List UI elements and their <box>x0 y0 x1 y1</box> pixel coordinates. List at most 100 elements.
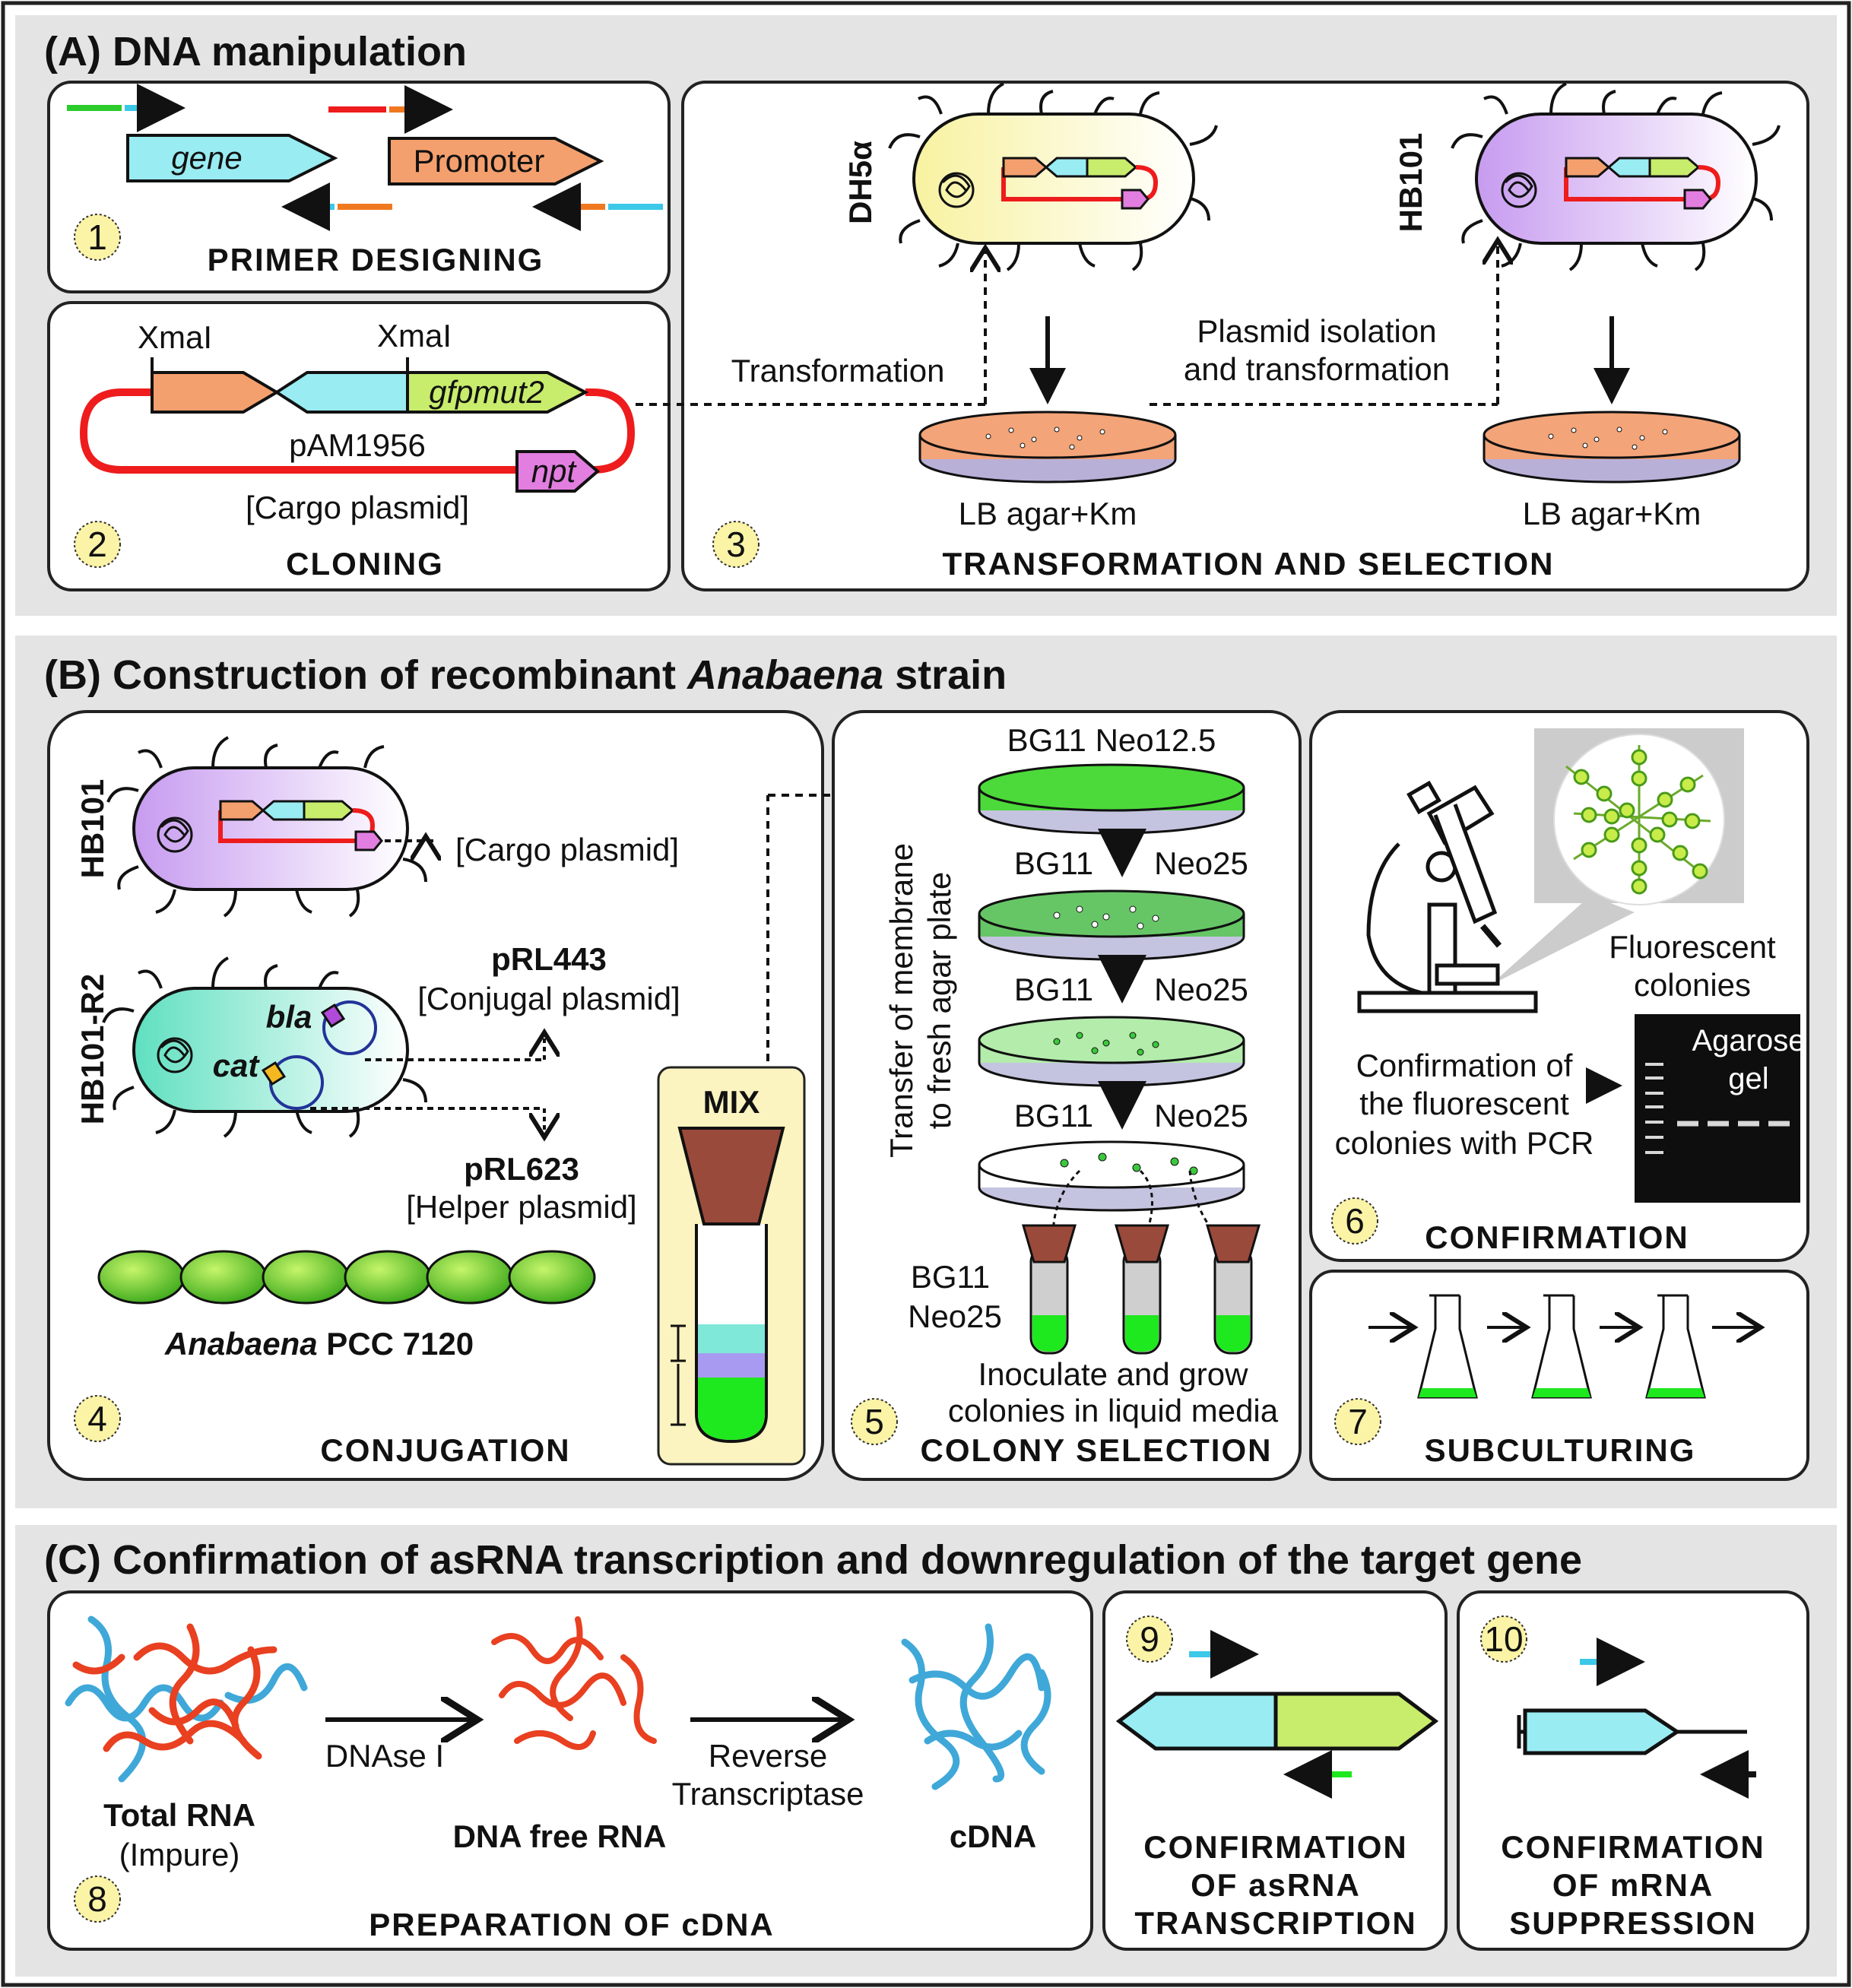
pcr-label-2: the fluorescent <box>1359 1086 1569 1121</box>
step-6-confirmation: Fluorescent colonies Confirmation of the… <box>1309 710 1809 1262</box>
step-10-title-2: OF mRNA <box>1552 1867 1714 1903</box>
mix-tube <box>671 1127 785 1444</box>
step-3-number: 3 <box>726 525 746 564</box>
anabaena-label: Anabaena PCC 7120 <box>164 1326 474 1362</box>
microscope-icon <box>1357 780 1538 1013</box>
strain-dh5a: DH5α <box>842 141 878 224</box>
dna-free-rna-image <box>491 1616 657 1750</box>
step-3-transformation: Transformation DH5α LB agar+Km <box>636 81 1809 591</box>
plasmid-backbone <box>79 388 636 474</box>
npt-label: npt <box>531 453 578 489</box>
fluorescent-label-1: Fluorescent <box>1609 929 1776 965</box>
neo25-label-a: Neo25 <box>1154 845 1248 881</box>
plate-neo25-1 <box>978 889 1245 961</box>
promoter-shape <box>388 137 604 185</box>
plate-neo25-2 <box>978 1016 1245 1087</box>
step-3-title: TRANSFORMATION AND SELECTION <box>943 546 1555 582</box>
plate-neo12 <box>978 763 1245 835</box>
step-4-number: 4 <box>87 1399 107 1438</box>
conjugal-plasmid-label: [Conjugal plasmid] <box>417 981 680 1016</box>
step-8-number: 8 <box>87 1879 107 1919</box>
plasmid-isolation-label-2: and transformation <box>1184 351 1450 387</box>
anabaena-filament <box>97 1250 596 1305</box>
step-10-title-1: CONFIRMATION <box>1501 1829 1765 1865</box>
transfer-label-2: to fresh agar plate <box>921 872 957 1130</box>
bla-gene-label: bla <box>266 999 312 1035</box>
transformation-label: Transformation <box>731 353 945 388</box>
petri-dish-1 <box>918 411 1177 484</box>
hb101-cell-b <box>132 766 409 891</box>
dh5a-cell <box>888 82 1218 271</box>
step-7-subculturing: 7 SUBCULTURING <box>1309 1270 1809 1481</box>
agarose-label-2: gel <box>1728 1062 1768 1095</box>
gene-shape <box>126 134 338 182</box>
agar-label-2: LB agar+Km <box>1523 496 1701 531</box>
step-5-title: COLONY SELECTION <box>921 1432 1273 1468</box>
section-b-title: (B) Construction of recombinant Anabaena… <box>44 652 1007 698</box>
tube-neo25-label: Neo25 <box>908 1298 1002 1334</box>
cat-gene-label: cat <box>213 1048 261 1083</box>
dnase-label: DNAse I <box>325 1738 444 1774</box>
step-2-title: CLONING <box>286 546 444 582</box>
section-a-title: (A) DNA manipulation <box>44 29 467 75</box>
gfp-label: gfpmut2 <box>429 374 544 410</box>
step-4-title: CONJUGATION <box>320 1432 570 1468</box>
step-10-number: 10 <box>1484 1619 1523 1659</box>
helper-plasmid-label: [Helper plasmid] <box>406 1189 636 1225</box>
gene-label: gene <box>171 140 242 176</box>
pcr-label-1: Confirmation of <box>1356 1048 1573 1083</box>
hb101-cell-a <box>1451 82 1781 271</box>
step-10-mrna: 10 CONFIRMATION OF mRNA SUPPRESSION <box>1457 1590 1809 1951</box>
tube-bg11-label: BG11 <box>911 1259 990 1295</box>
bg11-label-c: BG11 <box>1014 1098 1093 1134</box>
culture-tubes <box>1022 1224 1261 1355</box>
gene-block-reverse <box>274 371 409 414</box>
mix-label: MIX <box>703 1084 760 1120</box>
step-5-number: 5 <box>864 1402 884 1441</box>
cdna-image <box>901 1623 1051 1790</box>
inoculate-label-2: colonies in liquid media <box>948 1393 1279 1428</box>
impure-label: (Impure) <box>119 1837 240 1872</box>
bg11-label-a: BG11 <box>1014 845 1093 881</box>
xmai-site-2: XmaI <box>377 318 452 354</box>
prl443-label: pRL443 <box>491 941 607 977</box>
step-9-title-1: CONFIRMATION <box>1143 1829 1408 1865</box>
rt-label-1: Reverse <box>709 1738 827 1774</box>
strain-hb101-b: HB101 <box>75 779 110 879</box>
promoter-block <box>151 371 280 414</box>
step-7-number: 7 <box>1348 1402 1368 1441</box>
step-9-number: 9 <box>1140 1619 1159 1659</box>
step-9-title-2: OF asRNA <box>1191 1867 1361 1903</box>
step-1-title: PRIMER DESIGNING <box>208 242 544 277</box>
step-9-title-3: TRANSCRIPTION <box>1134 1905 1416 1941</box>
agarose-gel-image: Agarose gel <box>1635 1014 1805 1203</box>
step-2-number: 2 <box>87 525 107 564</box>
section-c-title: (C) Confirmation of asRNA transcription … <box>44 1537 1582 1583</box>
npt-block <box>515 450 601 493</box>
total-rna-label: Total RNA <box>103 1797 255 1833</box>
transfer-label-1: Transfer of membrane <box>883 843 919 1158</box>
plasmid-name: pAM1956 <box>289 427 426 463</box>
step-6-number: 6 <box>1345 1201 1365 1241</box>
fluorescent-filaments <box>1565 745 1711 895</box>
xmai-site-1: XmaI <box>138 319 212 355</box>
pcr-label-3: colonies with PCR <box>1335 1125 1594 1161</box>
plate-neo25-3 <box>978 1140 1245 1212</box>
cargo-plasmid-label: [Cargo plasmid] <box>246 490 469 525</box>
asrna-gene-construct <box>1115 1692 1278 1751</box>
step-6-title: CONFIRMATION <box>1425 1219 1689 1255</box>
rt-label-2: Transcriptase <box>672 1776 864 1812</box>
plate-neo12-label: BG11 Neo12.5 <box>1007 722 1216 758</box>
cargo-plasmid-b: [Cargo plasmid] <box>455 832 679 867</box>
agarose-label-1: Agarose <box>1692 1024 1806 1057</box>
gfp-block <box>406 371 589 414</box>
step-8-title: PREPARATION OF cDNA <box>369 1907 774 1942</box>
step-4-conjugation: HB101 [Cargo plasmid] bla cat HB101-R2 p… <box>47 710 950 1481</box>
petri-dish-2 <box>1483 411 1741 484</box>
flask-icons <box>1417 1294 1706 1399</box>
neo25-label-b: Neo25 <box>1154 972 1248 1007</box>
plasmid-isolation-label-1: Plasmid isolation <box>1197 313 1436 349</box>
dna-free-rna-label: DNA free RNA <box>453 1818 667 1854</box>
bg11-label-b: BG11 <box>1014 972 1093 1007</box>
